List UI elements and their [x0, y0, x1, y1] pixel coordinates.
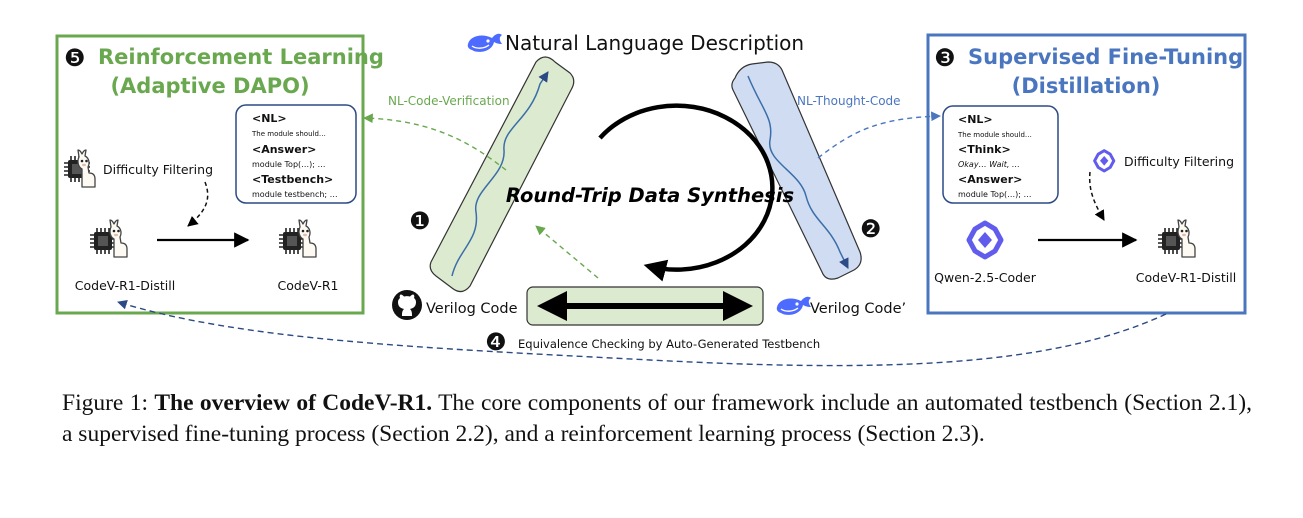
sft-sample-card [942, 105, 1059, 204]
figure-caption: Figure 1: The overview of CodeV-R1. The … [62, 388, 1252, 450]
sft-to-model: CodeV-R1-Distill [1136, 270, 1236, 285]
nl-thought-code-label: NL-Thought-Code [797, 94, 901, 108]
caption-prefix: Figure 1: [62, 390, 155, 416]
nl-code-verification-label: NL-Code-Verification [388, 94, 510, 108]
step-1-badge: ❶ [409, 207, 431, 235]
sft-from-model: Qwen-2.5-Coder [934, 270, 1037, 285]
whale-icon [467, 33, 503, 53]
rl-filter-arrow [187, 181, 209, 227]
rl-sample-card [235, 104, 357, 204]
sft-panel [926, 33, 1247, 315]
github-icon [392, 290, 422, 320]
rl-difficulty-filtering: Difficulty Filtering [103, 162, 213, 177]
step-3-badge: ❸ [934, 44, 956, 72]
rl-subtitle: (Adaptive DAPO) [110, 74, 309, 98]
rl-card-nl-tag: <NL> [252, 112, 287, 125]
sft-card-nl-tag: <NL> [958, 113, 993, 126]
sft-card-think-text: Okay… Wait, … [958, 160, 1020, 169]
step-4-badge: ❹ [485, 328, 507, 356]
distill-return-arrow [117, 299, 1167, 367]
nl-description-title: Natural Language Description [505, 31, 804, 55]
rl-from-model: CodeV-R1-Distill [75, 278, 175, 293]
round-trip-arrow [598, 103, 775, 282]
rl-card-testbench-text: module testbench; … [252, 190, 338, 199]
rl-card-answer-tag: <Answer> [252, 143, 316, 156]
code-to-nl-band [731, 61, 862, 280]
rl-to-model: CodeV-R1 [278, 278, 339, 293]
sft-subtitle: (Distillation) [1012, 74, 1161, 98]
step-5-badge: ❺ [64, 44, 86, 72]
equivalence-label: Equivalence Checking by Auto-Generated T… [518, 337, 820, 351]
sft-card-answer-tag: <Answer> [958, 173, 1022, 186]
rl-title: Reinforcement Learning [98, 45, 384, 69]
verilog-code-prime-label: Verilog Code’ [810, 301, 906, 317]
caption-rest: The core components of our framework inc… [62, 390, 1252, 447]
nl-to-code-band [429, 56, 575, 293]
sft-title: Supervised Fine-Tuning [968, 45, 1243, 69]
nl-thought-code-arrow [817, 111, 941, 159]
caption-bold: The overview of CodeV-R1. [154, 390, 433, 416]
rl-card-nl-text: The module should… [251, 130, 326, 138]
round-trip-label: Round-Trip Data Synthesis [506, 184, 794, 207]
sft-difficulty-filtering: Difficulty Filtering [1124, 154, 1234, 169]
step-2-badge: ❷ [860, 215, 882, 243]
rl-card-answer-text: module Top(…); … [252, 160, 326, 169]
verilog-code-label: Verilog Code [426, 301, 518, 317]
sft-card-nl-text: The module should… [957, 131, 1032, 139]
sft-card-think-tag: <Think> [958, 143, 1011, 156]
whale-icon [776, 296, 812, 316]
rl-card-testbench-tag: <Testbench> [252, 173, 333, 186]
verification-feedback-arrow [535, 225, 599, 279]
sft-card-answer-text: module Top(…); … [958, 190, 1032, 199]
